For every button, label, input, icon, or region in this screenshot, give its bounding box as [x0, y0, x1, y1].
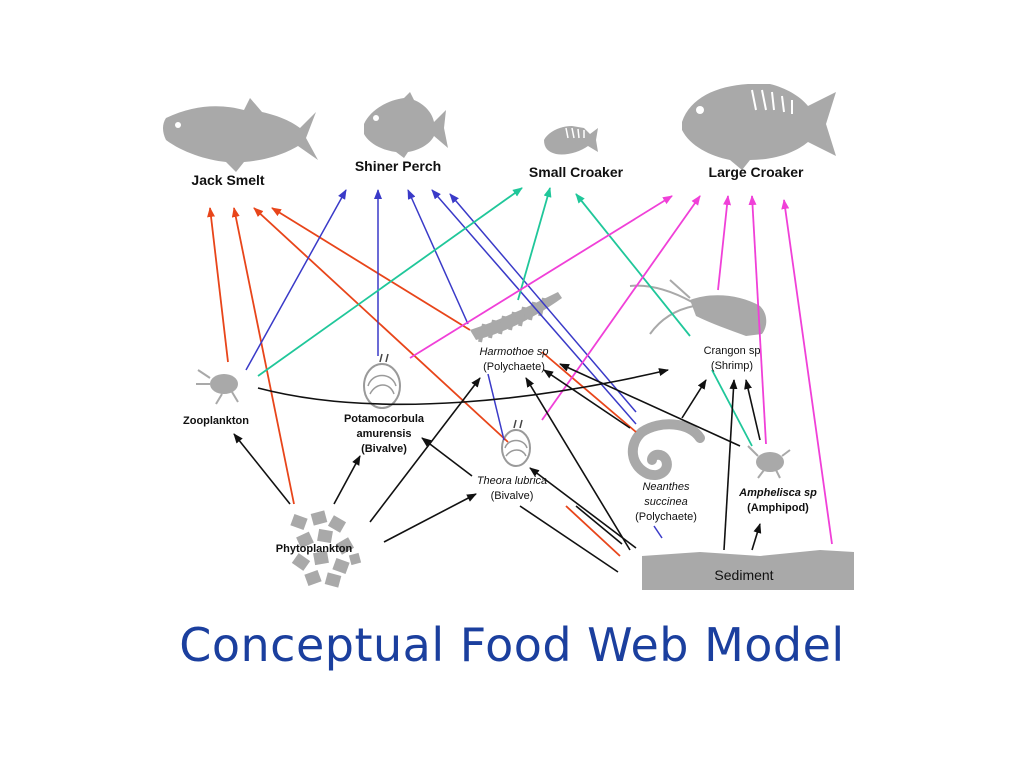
crangon-shrimp-icon [629, 279, 767, 336]
potamocorbula-line1: Potamocorbula [344, 413, 425, 425]
link-sediment-orange-b [565, 505, 621, 557]
theora-clam-icon [501, 419, 531, 467]
link-harmothoe-to-shiner-perch [407, 189, 469, 325]
jack-smelt-links [207, 207, 637, 557]
link-sediment-to-amphelisca [751, 523, 762, 551]
link-theora-to-shiner-perch [487, 373, 505, 441]
amphelisca-group: (Amphipod) [747, 502, 809, 514]
link-crangon-to-large-croaker [717, 195, 732, 291]
potamocorbula-line3: (Bivalve) [361, 443, 407, 455]
small-croaker-fish-icon [544, 126, 598, 155]
large-croaker-fish-icon [682, 84, 836, 170]
large-croaker-links [409, 195, 833, 545]
link-zooplankton-to-shiner-perch [245, 189, 347, 371]
neanthes-line1: Neanthes [642, 481, 690, 493]
shiner-perch-links [245, 189, 663, 539]
link-phytoplankton-to-potamocorbula [333, 455, 361, 505]
link-amphelisca-to-crangon [744, 379, 761, 441]
crangon-group: (Shrimp) [711, 360, 753, 372]
link-neanthes-to-shiner-perch-a [431, 189, 637, 425]
potamocorbula-line2: amurensis [356, 428, 411, 440]
phytoplankton-cluster-icon [290, 510, 362, 588]
phytoplankton-label: Phytoplankton [276, 543, 353, 555]
link-amphelisca-to-large-croaker [748, 195, 767, 445]
sediment-label: Sediment [714, 567, 773, 583]
sediment-bar [642, 550, 854, 590]
jack-smelt-label: Jack Smelt [191, 172, 264, 188]
shiner-perch-label: Shiner Perch [355, 158, 441, 174]
harmothoe-group: (Polychaete) [483, 361, 545, 373]
zooplankton-copepod-icon [196, 369, 239, 405]
amphelisca-name: Amphelisca sp [738, 487, 817, 499]
link-sediment-to-harmothoe [525, 377, 631, 551]
potamocorbula-clam-icon [363, 353, 401, 409]
link-sediment-to-theora [529, 467, 637, 549]
crangon-name: Crangon sp [704, 345, 761, 357]
neanthes-worm-icon [628, 419, 705, 480]
theora-name: Theora lubrica [477, 475, 547, 487]
black-links [233, 363, 762, 573]
link-phytoplankton-to-jack-smelt [231, 207, 295, 505]
link-amphelisca-to-harmothoe [559, 363, 741, 447]
harmothoe-worm-icon [470, 292, 562, 343]
link-sediment-orange-a [541, 351, 637, 433]
link-sediment-black-mid [575, 505, 623, 545]
link-zooplankton-to-small-croaker [257, 187, 523, 377]
page-title: Conceptual Food Web Model [179, 618, 845, 672]
theora-group: (Bivalve) [491, 490, 534, 502]
link-harmothoe-to-jack-smelt [271, 207, 471, 331]
small-croaker-label: Small Croaker [529, 164, 624, 180]
link-neanthes-to-harmothoe [543, 369, 631, 429]
link-zooplankton-to-jack-smelt [207, 207, 229, 363]
link-potamocorbula-to-large-croaker [409, 195, 673, 359]
link-phytoplankton-to-zooplankton [233, 433, 291, 505]
amphelisca-amphipod-icon [747, 445, 791, 479]
link-theora-to-large-croaker [541, 195, 701, 421]
link-harmothoe-to-small-croaker [517, 187, 552, 301]
neanthes-group: (Polychaete) [635, 511, 697, 523]
harmothoe-name: Harmothoe sp [479, 346, 548, 358]
link-crangon-to-small-croaker [575, 193, 691, 337]
link-sediment-black-lower [519, 505, 619, 573]
link-sediment-to-large-croaker [781, 199, 833, 545]
link-sediment-to-crangon [723, 379, 738, 551]
shiner-perch-fish-icon [364, 92, 448, 158]
zooplankton-label: Zooplankton [183, 415, 249, 427]
link-sediment-blue [653, 525, 663, 539]
link-theora-to-potamocorbula [421, 437, 473, 477]
jack-smelt-fish-icon [163, 98, 318, 172]
neanthes-line2: succinea [644, 496, 687, 508]
large-croaker-label: Large Croaker [709, 164, 804, 180]
link-zooplankton-to-crangon [257, 368, 669, 406]
link-theora-to-jack-smelt [253, 207, 509, 443]
link-neanthes-to-crangon [681, 379, 707, 419]
link-phytoplankton-to-theora [383, 493, 477, 543]
link-neanthes-to-shiner-perch-b [449, 193, 637, 413]
